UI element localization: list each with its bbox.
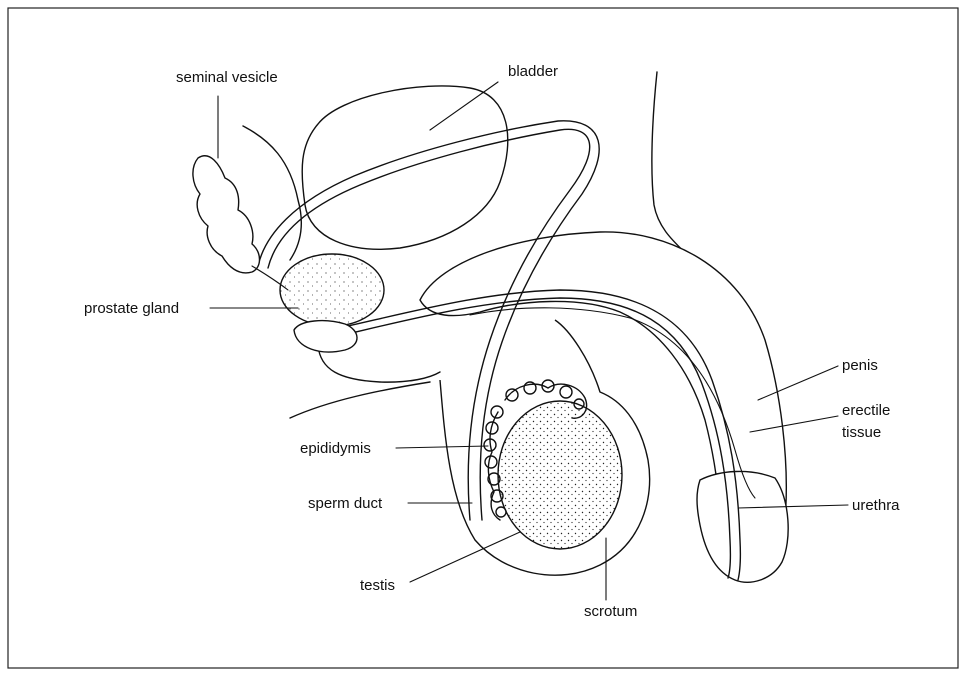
label-seminal-vesicle: seminal vesicle xyxy=(176,69,278,86)
prostate-shape xyxy=(280,254,384,326)
label-erectile: erectile xyxy=(842,402,890,419)
label-urethra: urethra xyxy=(852,497,900,514)
prostate-lower-lobe xyxy=(294,321,357,352)
glans-shape xyxy=(697,471,788,582)
label-sperm-duct: sperm duct xyxy=(308,495,383,512)
label-scrotum: scrotum xyxy=(584,603,637,620)
label-tissue: tissue xyxy=(842,424,881,441)
testis-shape xyxy=(498,401,622,549)
label-testis: testis xyxy=(360,577,395,594)
label-penis: penis xyxy=(842,357,878,374)
perineum-line xyxy=(290,382,430,418)
label-prostate-gland: prostate gland xyxy=(84,300,179,317)
label-epididymis: epididymis xyxy=(300,440,371,457)
seminal-vesicle-shape xyxy=(193,156,260,273)
label-bladder: bladder xyxy=(508,63,558,80)
